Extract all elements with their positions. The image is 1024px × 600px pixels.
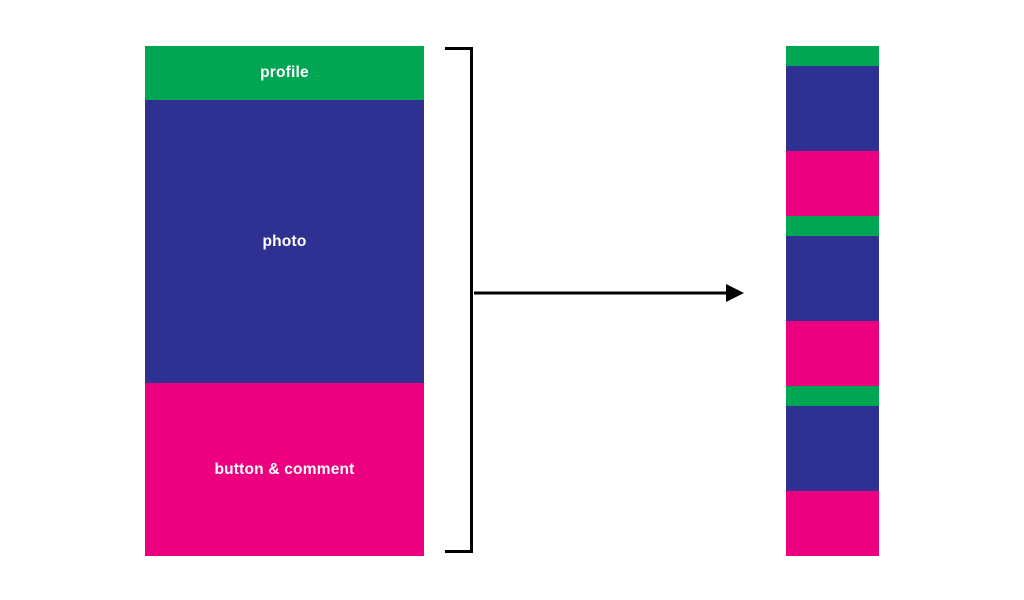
feed-stream-bar — [786, 46, 879, 556]
bracket-bottom-arm — [445, 550, 473, 553]
grouping-bracket — [445, 47, 473, 553]
post-band-profile-label: profile — [260, 64, 309, 82]
post-band-photo: photo — [145, 100, 424, 383]
feed-segment-photo — [786, 236, 879, 321]
feed-segment-actions — [786, 321, 879, 386]
feed-segment-profile — [786, 46, 879, 66]
flow-arrow-icon — [474, 284, 744, 302]
feed-segment-actions — [786, 151, 879, 216]
feed-segment-profile — [786, 386, 879, 406]
feed-segment-profile — [786, 216, 879, 236]
post-band-actions-label: button & comment — [214, 460, 355, 478]
bracket-spine — [470, 47, 473, 553]
feed-segment-actions — [786, 491, 879, 556]
post-band-actions: button & comment — [145, 383, 424, 556]
bracket-top-arm — [445, 47, 473, 50]
post-card: profile photo button & comment — [145, 46, 424, 556]
post-band-photo-label: photo — [262, 232, 307, 250]
feed-segment-photo — [786, 406, 879, 491]
post-band-profile: profile — [145, 46, 424, 100]
feed-segment-photo — [786, 66, 879, 151]
